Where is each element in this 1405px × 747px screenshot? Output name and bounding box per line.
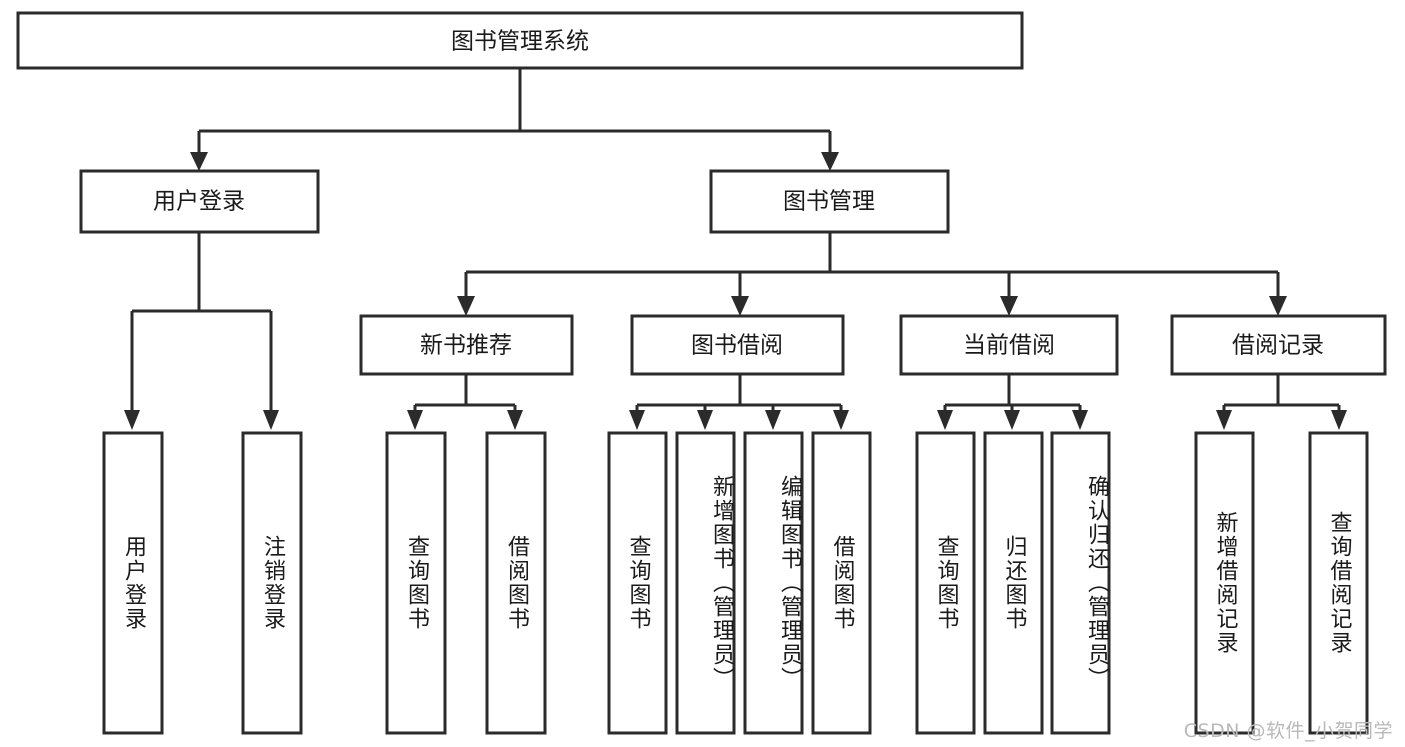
node-label-book-borrow: 图书借阅 [691, 333, 783, 359]
node-label-borrow-record: 借阅记录 [1232, 333, 1324, 359]
node-box-group [16, 11, 1387, 735]
arrowhead-leaf-13 [1331, 410, 1347, 430]
node-box-leaf-6[interactable] [675, 431, 736, 735]
arrowhead-bookmgmt [821, 152, 839, 171]
arrowhead-leaf-9 [937, 410, 953, 430]
arrowhead-newbook [457, 296, 475, 316]
arrowhead-leaf-7 [765, 410, 781, 430]
arrowhead-leaf-4 [507, 410, 523, 430]
node-box-leaf-11[interactable] [1050, 431, 1111, 735]
node-label-new-book-recommend: 新书推荐 [420, 333, 512, 359]
connector-group [124, 68, 1347, 430]
arrowhead-leaf-6 [697, 410, 713, 430]
arrowhead-leaf-12 [1216, 410, 1232, 430]
arrowhead-leaf-11 [1072, 410, 1088, 430]
node-label-user-login: 用户登录 [153, 189, 245, 215]
node-box-leaf-9[interactable] [915, 431, 976, 735]
arrowhead-leaf-10 [1004, 410, 1020, 430]
arrowhead-record [1269, 296, 1287, 316]
arrowhead-leaf-3 [407, 410, 423, 430]
node-box-leaf-10[interactable] [983, 431, 1044, 735]
arrowhead-borrow [731, 296, 749, 316]
watermark-text: CSDN @软件_小贺同学 [1183, 720, 1393, 742]
arrowhead-current [1000, 296, 1018, 316]
node-box-new-book-recommend[interactable] [359, 314, 574, 376]
node-box-borrow-record[interactable] [1170, 314, 1387, 376]
node-box-leaf-7[interactable] [743, 431, 804, 735]
node-label-current-borrow: 当前借阅 [963, 333, 1055, 359]
node-box-book-borrow[interactable] [630, 314, 845, 376]
node-label-book-management: 图书管理 [783, 189, 875, 215]
node-box-leaf-8[interactable] [811, 431, 872, 735]
node-box-current-borrow[interactable] [899, 314, 1119, 376]
arrowhead-leaf-1 [124, 410, 140, 430]
node-box-leaf-1[interactable] [102, 431, 164, 735]
node-box-leaf-2[interactable] [241, 431, 303, 735]
arrowhead-leaf-8 [833, 410, 849, 430]
arrowhead-login [190, 152, 208, 171]
node-box-user-login[interactable] [79, 169, 320, 234]
node-box-leaf-3[interactable] [385, 431, 447, 735]
node-box-root[interactable] [16, 11, 1024, 70]
node-label-group: 图书管理系统 用户登录 图书管理 新书推荐 图书借阅 当前借阅 借阅记录 [153, 29, 1324, 359]
node-box-leaf-4[interactable] [485, 431, 547, 735]
node-label-root: 图书管理系统 [451, 29, 589, 55]
node-box-book-management[interactable] [709, 169, 950, 234]
node-box-leaf-12[interactable] [1194, 431, 1255, 735]
node-box-leaf-13[interactable] [1308, 431, 1369, 735]
arrowhead-leaf-5 [629, 410, 645, 430]
node-box-leaf-5[interactable] [607, 431, 668, 735]
arrowhead-leaf-2 [263, 410, 279, 430]
